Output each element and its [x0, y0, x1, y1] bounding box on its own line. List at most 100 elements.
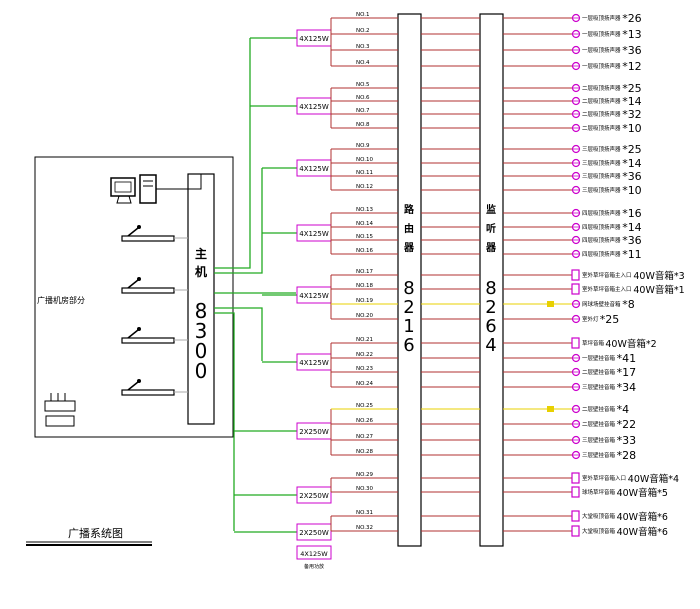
output-count: *14	[622, 95, 642, 108]
monitor-model-digit: 4	[485, 335, 496, 356]
router-model-digit: 6	[403, 335, 414, 356]
output-name: 三层吸顶扬声器	[582, 172, 621, 180]
output-name: 二层壁挂音箱	[582, 405, 616, 413]
output-count: 40W音箱*1	[633, 284, 684, 296]
microphone-icon	[127, 329, 139, 339]
router-model-digit: 8	[403, 278, 414, 299]
channel-label: NO.22	[356, 352, 373, 358]
channel-label: NO.9	[356, 143, 370, 149]
router-label-char: 路	[404, 203, 415, 216]
output-name: 二层壁挂音箱	[582, 368, 616, 376]
output-name: 室外草坪音箱入口	[582, 474, 626, 482]
output-count: 40W音箱*2	[605, 338, 656, 350]
microphone-icon	[127, 381, 139, 391]
sound-box-icon	[571, 269, 580, 281]
output-count: *36	[622, 170, 642, 183]
channel-label: NO.24	[356, 381, 373, 387]
output-count: *25	[622, 143, 642, 156]
output-count: 40W音箱*4	[628, 473, 679, 485]
output-name: 室外草坪音箱主入口	[582, 271, 632, 279]
amplifier-box	[296, 523, 332, 541]
channel-label: NO.25	[356, 403, 373, 409]
output-count: *8	[622, 298, 635, 311]
output-name: 二层吸顶扬声器	[582, 124, 621, 132]
green-trunk	[214, 38, 251, 269]
channel-label: NO.16	[356, 248, 373, 254]
output-name: 三层吸顶扬声器	[582, 159, 621, 167]
output-name: 草坪音箱	[582, 339, 605, 347]
output-count: *36	[622, 44, 642, 57]
channel-label: NO.11	[356, 170, 373, 176]
output-name: 一层吸顶扬声器	[582, 46, 621, 54]
output-count: *25	[600, 313, 620, 326]
device-box-icon	[45, 415, 75, 427]
output-count: *11	[622, 248, 642, 261]
output-name: 四层吸顶扬声器	[582, 209, 621, 217]
microphone-icon	[127, 279, 139, 289]
channel-label: NO.10	[356, 157, 373, 163]
computer-link-line	[156, 174, 202, 190]
output-name: 四层吸顶扬声器	[582, 236, 621, 244]
output-count: *10	[622, 184, 642, 197]
amplifier-box	[296, 486, 332, 504]
output-name: 一层吸顶扬声器	[582, 62, 621, 70]
microphone-icon	[137, 327, 141, 331]
host-model-digit: 0	[195, 359, 208, 383]
host-label-char: 主	[195, 246, 207, 261]
output-name: 大堂吸顶音箱	[582, 527, 616, 535]
output-count: *36	[622, 234, 642, 247]
spare-amplifier-note: 备用功放	[304, 563, 324, 570]
output-name: 大堂吸顶音箱	[582, 512, 616, 520]
output-name: 四层吸顶扬声器	[582, 223, 621, 231]
channel-label: NO.8	[356, 122, 370, 128]
channel-label: NO.14	[356, 221, 373, 227]
amplifier-label: 4X125W	[299, 359, 329, 367]
amplifier-label: 4X125W	[299, 292, 329, 300]
sound-box-icon	[571, 486, 580, 498]
computer-icon	[110, 174, 157, 204]
output-name: 室外灯	[582, 315, 599, 323]
channel-label: NO.13	[356, 207, 373, 213]
output-count: *14	[622, 157, 642, 170]
output-count: *28	[617, 449, 637, 462]
output-count: *10	[622, 122, 642, 135]
microphone-icon	[121, 337, 175, 344]
channel-label: NO.28	[356, 449, 373, 455]
output-name: 三层壁挂音箱	[582, 436, 616, 444]
router-model-digit: 1	[403, 316, 414, 337]
yellow-marker	[547, 406, 554, 412]
monitor-unit	[479, 13, 504, 547]
channel-label: NO.27	[356, 434, 373, 440]
sound-box-icon	[571, 337, 580, 349]
channel-label: NO.26	[356, 418, 373, 424]
microphone-icon	[121, 235, 175, 242]
monitor-label-char: 监	[486, 203, 496, 216]
monitor-label-char: 听	[486, 222, 496, 235]
amplifier-label: 4X125W	[299, 230, 329, 238]
network-switch-icon	[44, 400, 76, 412]
output-name: 室外草坪音箱主入口	[582, 285, 632, 293]
amplifier-label: 4X125W	[299, 35, 329, 43]
output-count: *13	[622, 28, 642, 41]
host-model-digit: 8	[195, 299, 208, 323]
host-label-char: 机	[195, 264, 207, 279]
channel-label: NO.32	[356, 525, 373, 531]
amplifier-label: 2X250W	[299, 529, 329, 537]
output-name: 三层吸顶扬声器	[582, 145, 621, 153]
amplifier-label: 4X125W	[299, 103, 329, 111]
output-count: *25	[622, 82, 642, 95]
yellow-marker	[547, 301, 554, 307]
output-count: 40W音箱*3	[633, 270, 684, 282]
output-name: 三层吸顶扬声器	[582, 186, 621, 194]
output-count: *22	[617, 418, 637, 431]
channel-label: NO.6	[356, 95, 370, 101]
channel-label: NO.20	[356, 313, 373, 319]
channel-label: NO.17	[356, 269, 373, 275]
output-count: *17	[617, 366, 637, 379]
channel-label: NO.5	[356, 82, 370, 88]
output-count: *33	[617, 434, 637, 447]
microphone-icon	[137, 379, 141, 383]
monitor-label-char: 器	[485, 242, 497, 254]
microphone-icon	[121, 389, 175, 396]
